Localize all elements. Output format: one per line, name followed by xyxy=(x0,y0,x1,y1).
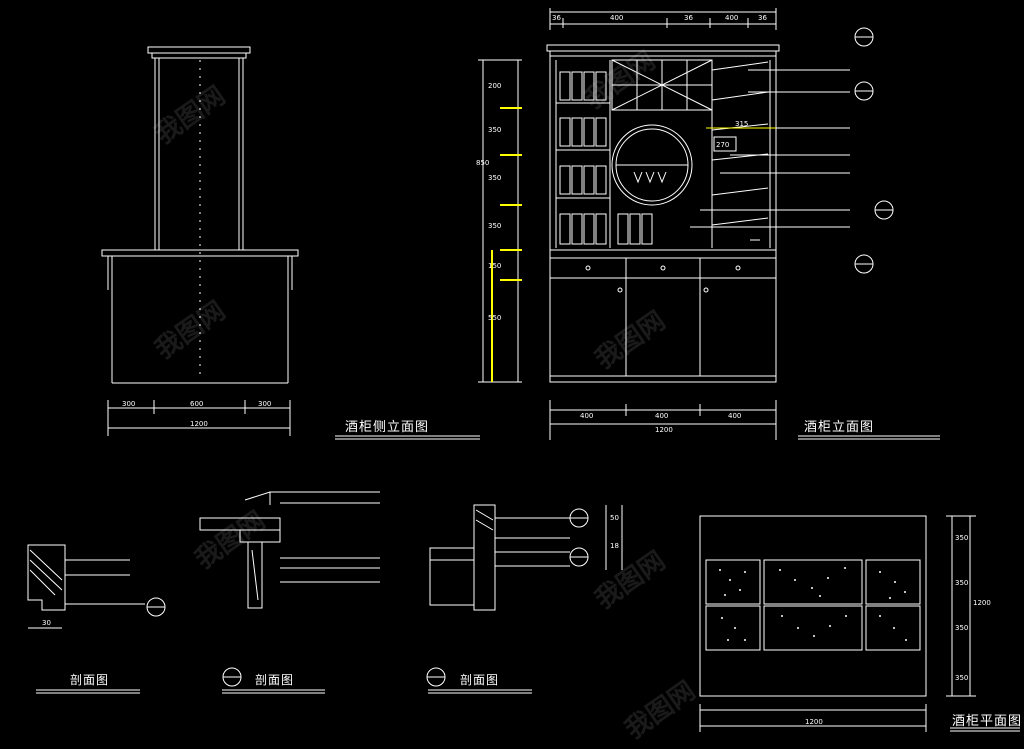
side-dim-1: 300 xyxy=(122,400,135,408)
front-bottom-dim-3: 400 xyxy=(728,412,741,420)
front-top-dim-1: 36 xyxy=(552,14,561,22)
section-detail-2 xyxy=(199,491,380,694)
plan-view-title: 酒柜平面图 xyxy=(952,714,1023,729)
front-top-dim-3: 36 xyxy=(684,14,693,22)
side-elevation-title: 酒柜侧立面图 xyxy=(345,420,430,435)
front-elevation-title: 酒柜立面图 xyxy=(804,420,875,435)
side-dim-total: 1200 xyxy=(190,420,208,428)
front-left-dim-2: 350 xyxy=(488,126,501,134)
front-left-dim-1: 200 xyxy=(488,82,501,90)
plan-dot-pattern xyxy=(719,567,907,641)
section-2-title: 剖面图 xyxy=(255,673,295,687)
front-elevation-drawing xyxy=(478,8,894,440)
section-detail-1 xyxy=(27,544,166,694)
section-3-title: 剖面图 xyxy=(460,673,500,687)
front-top-dim-5: 36 xyxy=(758,14,767,22)
front-top-dim-4: 400 xyxy=(725,14,738,22)
plan-right-dim-4: 350 xyxy=(955,674,968,682)
front-top-dim-2: 400 xyxy=(610,14,623,22)
front-inner-dim-2: 270 xyxy=(716,141,729,149)
front-left-dim-5: 150 xyxy=(488,262,501,270)
side-elevation-drawing xyxy=(101,46,299,436)
section-1-title: 剖面图 xyxy=(70,673,110,687)
front-inner-dim-1: 315 xyxy=(735,120,748,128)
plan-view-drawing xyxy=(699,515,976,732)
front-left-dim-6: 550 xyxy=(488,314,501,322)
plan-bottom-dim-total: 1200 xyxy=(805,718,823,726)
dimension-labels: 300 600 300 1200 36 400 36 400 36 400 40… xyxy=(42,14,991,726)
front-left-dim-3: 350 xyxy=(488,174,501,182)
front-bottom-dim-total: 1200 xyxy=(655,426,673,434)
plan-right-dim-total: 1200 xyxy=(973,599,991,607)
dimension-highlights xyxy=(491,107,776,382)
side-dim-3: 300 xyxy=(258,400,271,408)
plan-right-dim-1: 350 xyxy=(955,534,968,542)
front-left-dim-7: 850 xyxy=(476,159,489,167)
front-bottom-dim-1: 400 xyxy=(580,412,593,420)
plan-right-dim-2: 350 xyxy=(955,579,968,587)
section-right-dim-2: 18 xyxy=(610,542,619,550)
side-dim-2: 600 xyxy=(190,400,203,408)
front-left-dim-4: 350 xyxy=(488,222,501,230)
plan-right-dim-3: 350 xyxy=(955,624,968,632)
section-detail-3 xyxy=(426,504,623,694)
section-scale-dim: 30 xyxy=(42,619,51,627)
section-right-dim-1: 50 xyxy=(610,514,619,522)
front-bottom-dim-2: 400 xyxy=(655,412,668,420)
